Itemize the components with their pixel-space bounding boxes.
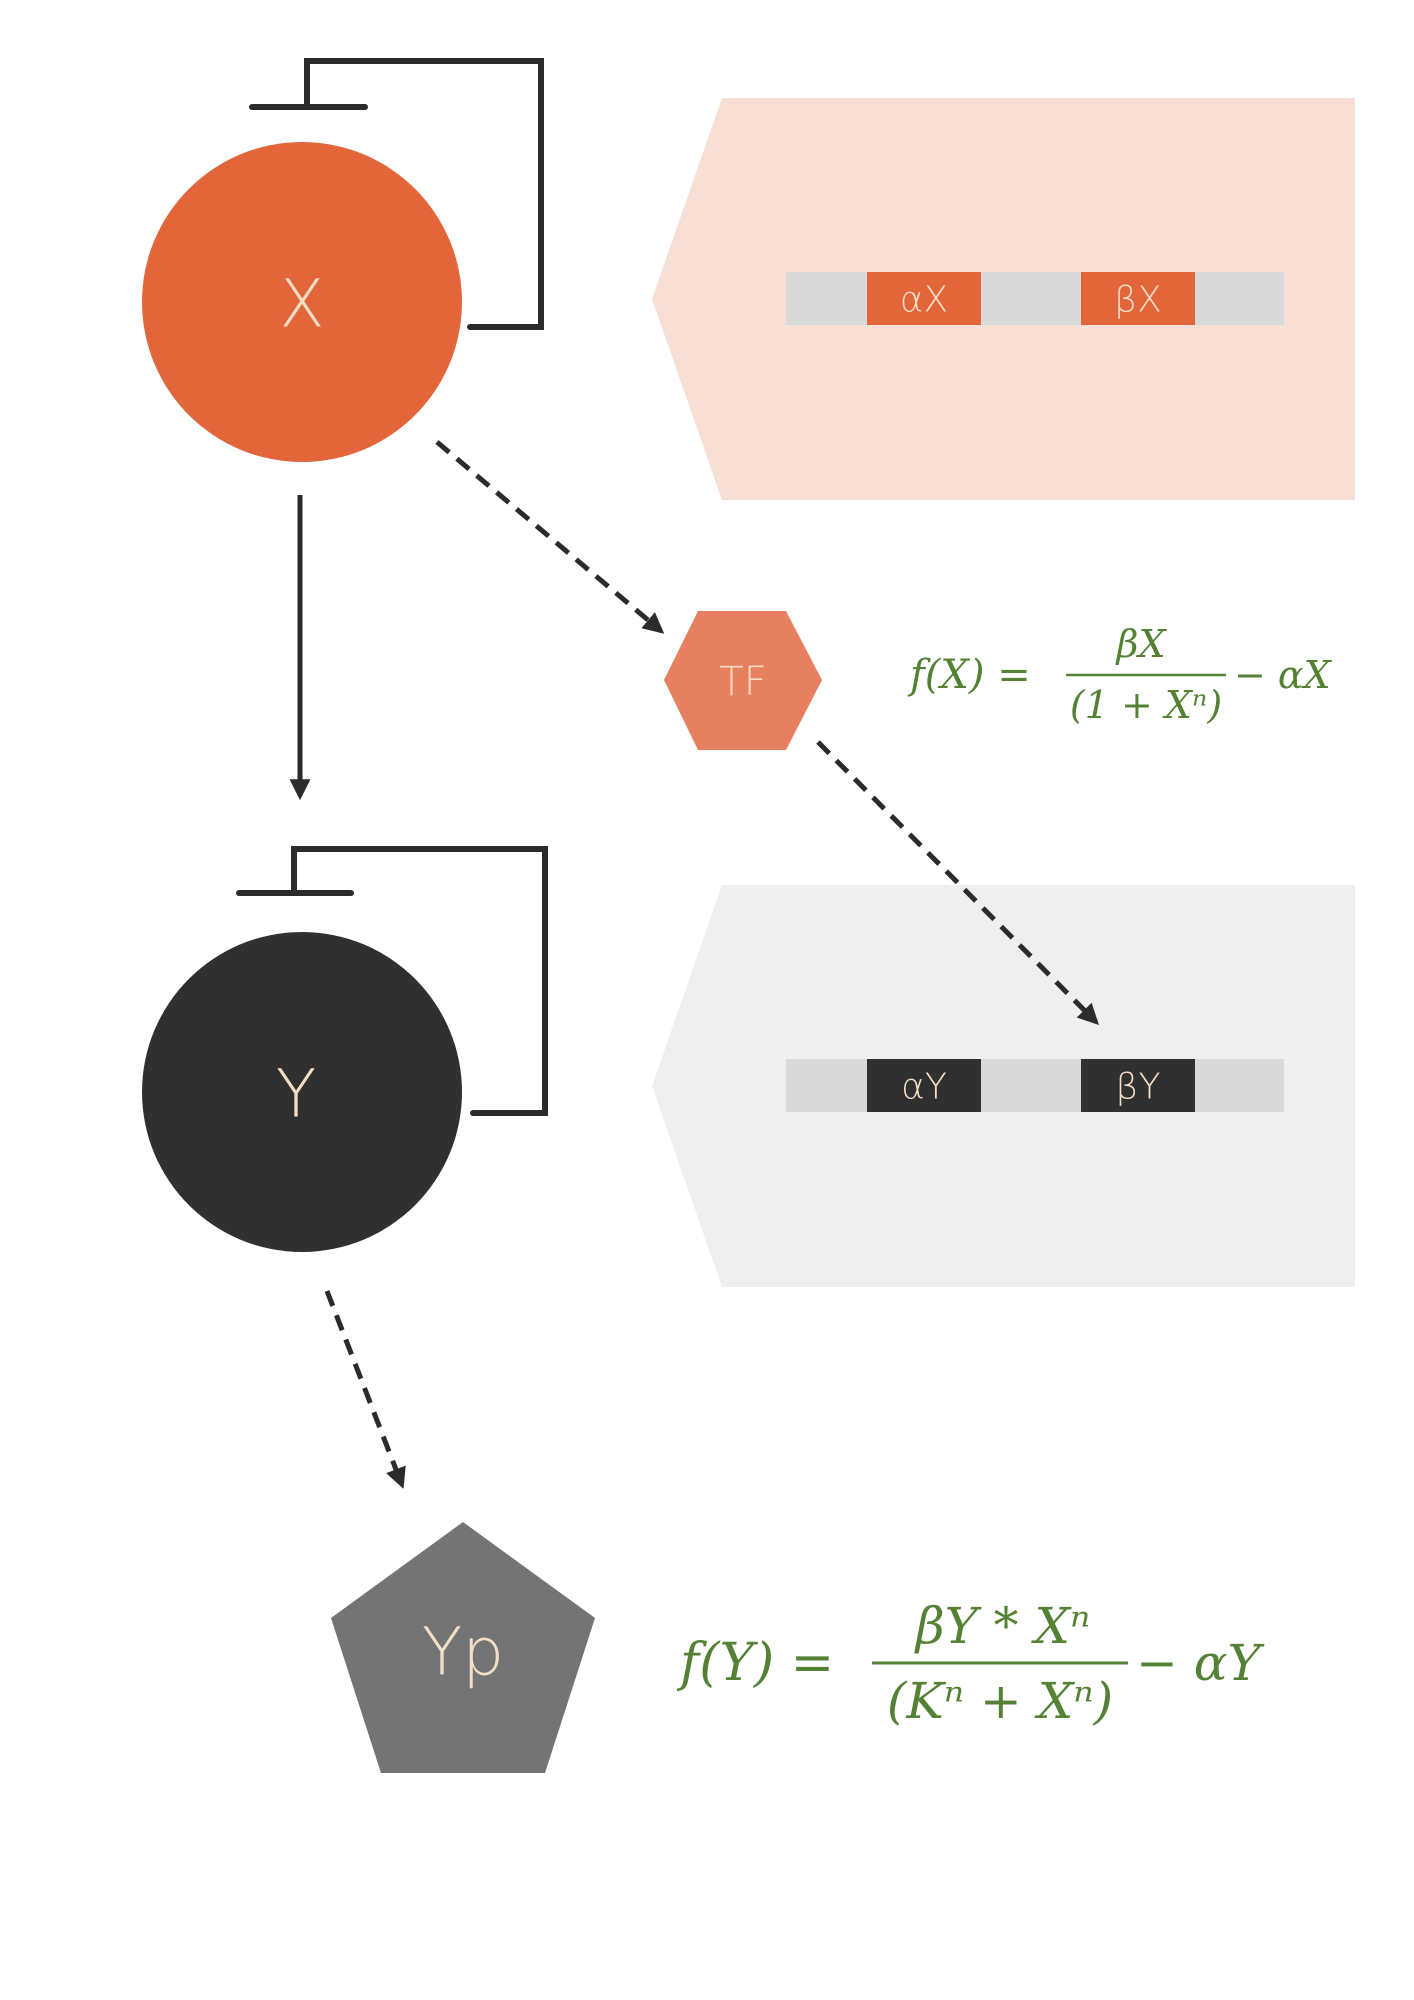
tf-node-label: TF <box>719 659 766 705</box>
y-alpha-label: αY <box>901 1067 947 1108</box>
y-beta-label: βY <box>1116 1067 1161 1108</box>
x-beta-label: βX <box>1114 280 1162 321</box>
fy-denominator: (Kⁿ + Xⁿ) <box>887 1672 1113 1730</box>
x-self-repression-edge <box>249 58 544 330</box>
fy-numerator: βY * Xⁿ <box>914 1597 1091 1655</box>
x-alpha-label: αX <box>900 280 948 321</box>
x-circle <box>142 142 462 462</box>
fy-equation: f(Y) = βY * Xⁿ (Kⁿ + Xⁿ) − αY <box>676 1597 1265 1730</box>
x-alpha-block <box>867 272 981 325</box>
y-beta-block <box>1081 1059 1195 1112</box>
y-node: Y <box>142 932 462 1252</box>
tf-node: TF <box>664 611 822 750</box>
fx-equation: f(X) = βX (1 + Xⁿ) − αX <box>907 622 1333 727</box>
tf-to-y-gene-dashed-arrow <box>816 740 1099 1025</box>
y-self-repression-edge <box>236 846 548 1116</box>
x-beta-block <box>1081 272 1195 325</box>
y-node-label: Y <box>276 1056 316 1133</box>
fy-tail: − αY <box>1136 1634 1265 1692</box>
y-gene-backbone <box>786 1059 1284 1112</box>
yp-node-label: Yp <box>422 1614 504 1691</box>
y-circle <box>142 932 462 1252</box>
x-to-tf-dashed-arrow <box>435 440 665 634</box>
fx-tail: − αX <box>1234 653 1333 697</box>
x-node: X <box>142 142 462 462</box>
fx-denominator: (1 + Xⁿ) <box>1070 683 1222 727</box>
y-alpha-block <box>867 1059 981 1112</box>
x-gene-backbone <box>786 272 1284 325</box>
fy-lhs: f(Y) = <box>676 1633 834 1693</box>
x-gene-track: αX βX <box>786 272 1284 325</box>
tf-hexagon <box>664 611 822 750</box>
fx-lhs: f(X) = <box>907 652 1031 698</box>
yp-node: Yp <box>331 1522 595 1773</box>
fx-numerator: βX <box>1114 622 1167 666</box>
x-node-label: X <box>279 266 324 343</box>
y-to-yp-dashed-arrow <box>324 1290 406 1489</box>
yp-pentagon <box>331 1522 595 1773</box>
y-gene-track: αY βY <box>786 1059 1284 1112</box>
